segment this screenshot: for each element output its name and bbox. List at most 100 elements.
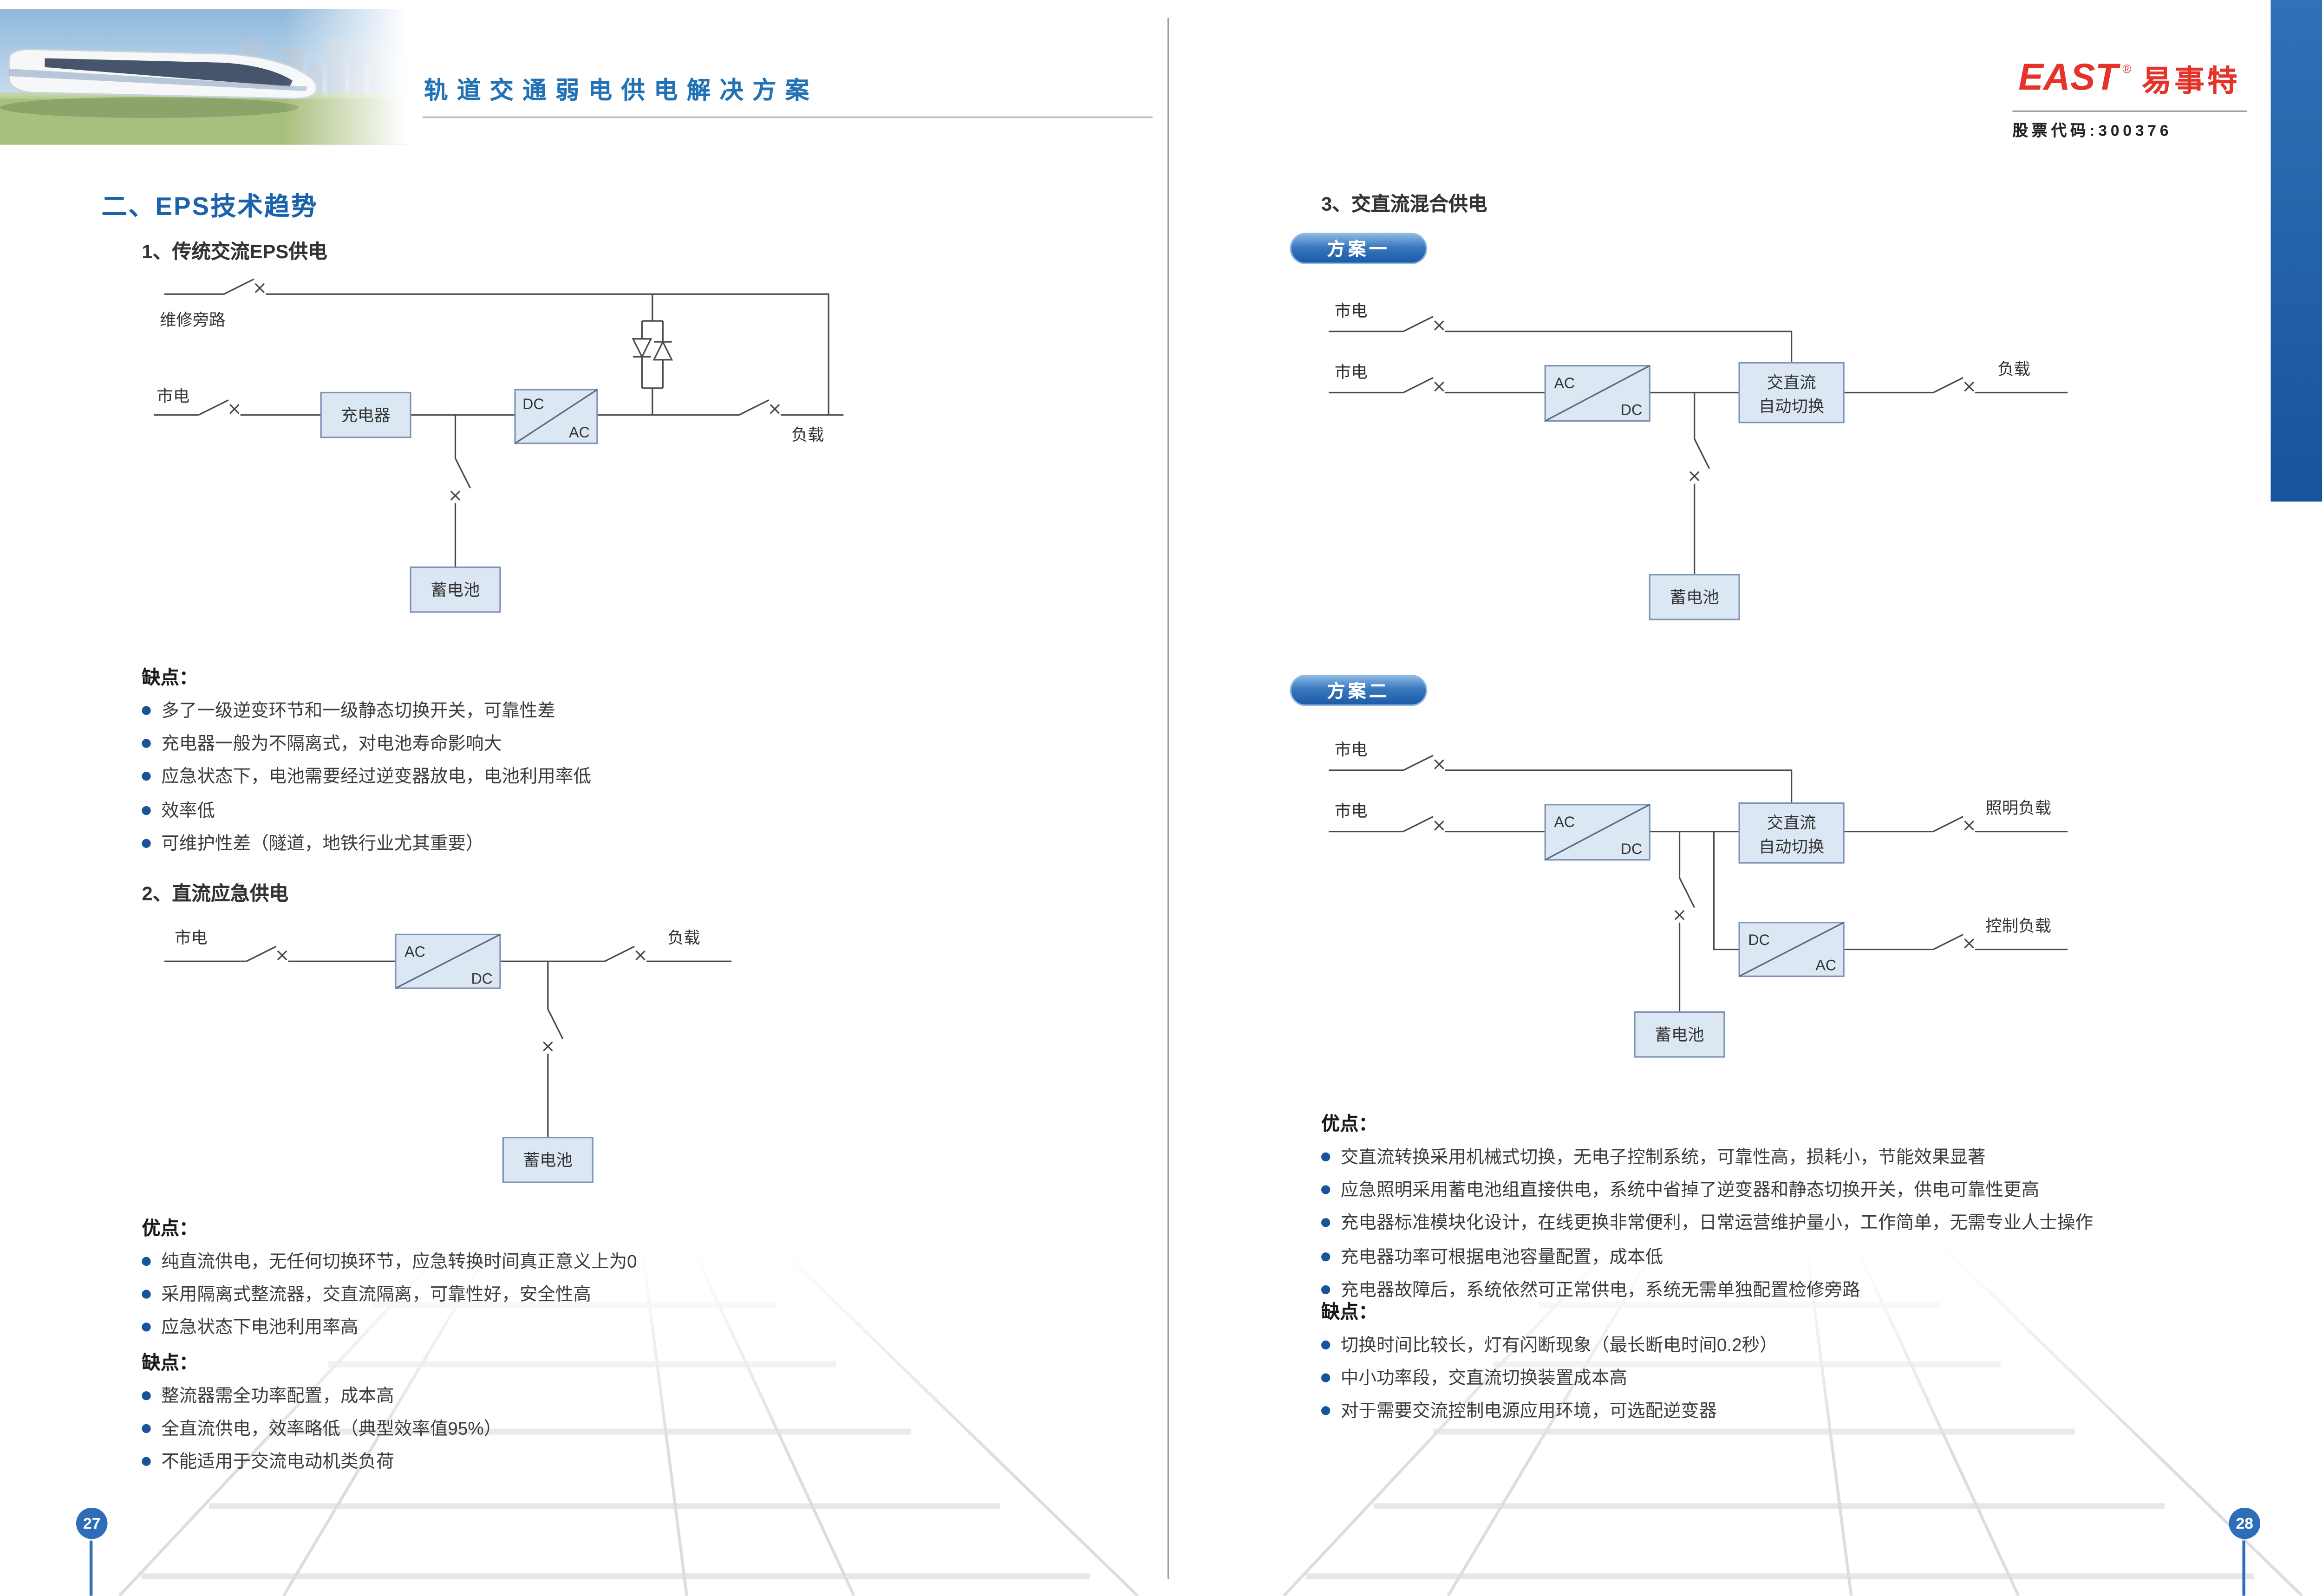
inverter-in-label: DC bbox=[522, 396, 544, 412]
train-shape bbox=[0, 48, 318, 118]
sub1-title: 1、传统交流EPS供电 bbox=[142, 240, 327, 263]
cons-block-dc: 缺点： 整流器需全功率配置，成本高 全直流供电，效率略低（典型效率值95%） 不… bbox=[142, 1347, 502, 1473]
list-item: 采用隔离式整流器，交直流隔离，可靠性好，安全性高 bbox=[142, 1284, 637, 1305]
cons-label: 缺点： bbox=[142, 667, 198, 688]
list-item: 交直流转换采用机械式切换，无电子控制系统，可靠性高，损耗小，节能效果显著 bbox=[1321, 1147, 2093, 1167]
battery-label: 蓄电池 bbox=[523, 1152, 573, 1170]
switch-icons bbox=[1402, 755, 1975, 951]
center-divider bbox=[1167, 18, 1169, 1580]
pros-block-dc: 优点： 纯直流供电，无任何切换环节，应急转换时间真正意义上为0 采用隔离式整流器… bbox=[142, 1212, 637, 1338]
bullet-icon bbox=[1321, 1374, 1331, 1383]
battery-label: 蓄电池 bbox=[1655, 1026, 1704, 1044]
document-title: 轨道交通弱电供电解决方案 bbox=[424, 79, 818, 105]
rectifier-out-label: DC bbox=[1621, 402, 1642, 418]
list-item: 应急状态下，电池需要经过逆变器放电，电池利用率低 bbox=[142, 767, 591, 788]
load-label: 负载 bbox=[791, 426, 824, 444]
transfer-switch-label-2: 自动切换 bbox=[1759, 397, 1824, 416]
battery-box bbox=[1634, 1011, 1725, 1058]
load-label: 负载 bbox=[667, 929, 700, 947]
list-item: 应急照明采用蓄电池组直接供电，系统中省掉了逆变器和静态切换开关，供电可靠性更高 bbox=[1321, 1180, 2093, 1200]
bullet-icon bbox=[142, 1457, 151, 1467]
transfer-switch-label-1: 交直流 bbox=[1767, 374, 1816, 392]
page-number-left: 27 bbox=[76, 1507, 108, 1539]
bullet-icon bbox=[1321, 1186, 1331, 1195]
page-number-rule-right bbox=[2242, 1540, 2245, 1596]
cons-block-traditional: 缺点： 多了一级逆变环节和一级静态切换开关，可靠性差 充电器一般为不隔离式，对电… bbox=[142, 661, 591, 853]
charger-box bbox=[320, 391, 411, 438]
stock-code: 股票代码:300376 bbox=[2012, 122, 2172, 141]
cons-list: 整流器需全功率配置，成本高 全直流供电，效率略低（典型效率值95%） 不能适用于… bbox=[142, 1386, 502, 1472]
list-item: 可维护性差（隧道，地铁行业尤其重要） bbox=[142, 833, 591, 853]
lighting-load-label: 照明负载 bbox=[1986, 799, 2051, 817]
rectifier-in-label: AC bbox=[1554, 814, 1575, 830]
mains1-label: 市电 bbox=[1335, 741, 1368, 759]
list-item: 纯直流供电，无任何切换环节，应急转换时间真正意义上为0 bbox=[142, 1251, 637, 1272]
list-item: 不能适用于交流电动机类负荷 bbox=[142, 1452, 502, 1472]
inverter-out-label: AC bbox=[1815, 957, 1836, 974]
battery-box bbox=[410, 566, 501, 613]
bullet-icon bbox=[142, 772, 151, 782]
bullet-icon bbox=[142, 1323, 151, 1332]
rectifier-box bbox=[1544, 365, 1650, 422]
battery-label: 蓄电池 bbox=[1670, 589, 1719, 607]
cons-label: 缺点： bbox=[1321, 1302, 1377, 1323]
bullet-icon bbox=[142, 838, 151, 848]
pros-label: 优点： bbox=[142, 1218, 198, 1239]
cons-label: 缺点： bbox=[142, 1352, 198, 1374]
cons-list: 多了一级逆变环节和一级静态切换开关，可靠性差 充电器一般为不隔离式，对电池寿命影… bbox=[142, 701, 591, 854]
mains2-label: 市电 bbox=[1335, 363, 1368, 381]
rectifier-out-label: DC bbox=[471, 970, 492, 987]
brand-logo-east: EAST bbox=[2018, 57, 2118, 99]
list-item: 效率低 bbox=[142, 800, 591, 821]
inverter-box bbox=[514, 389, 598, 444]
scheme2-badge: 方案二 bbox=[1290, 675, 1428, 706]
rectifier-out-label: DC bbox=[1621, 840, 1642, 857]
pros-label: 优点： bbox=[1321, 1114, 1377, 1135]
header-rule bbox=[422, 116, 1153, 118]
inverter-in-label: DC bbox=[1748, 932, 1769, 948]
control-load-label: 控制负载 bbox=[1986, 917, 2051, 935]
switch-icons bbox=[197, 278, 780, 501]
rectifier-box bbox=[395, 933, 501, 989]
bullet-icon bbox=[1321, 1218, 1331, 1228]
static-switch-icon bbox=[632, 338, 673, 361]
list-item: 充电器功率可根据电池容量配置，成本低 bbox=[1321, 1246, 2093, 1267]
diagram-scheme1: 市电 市电 AC DC 交直流 自动切换 负载 蓄电池 bbox=[1329, 302, 2068, 620]
load-label: 负载 bbox=[1997, 360, 2030, 378]
rectifier-box bbox=[1544, 804, 1650, 861]
wires bbox=[1329, 769, 2068, 1012]
bullet-icon bbox=[142, 1257, 151, 1266]
list-item: 切换时间比较长，灯有闪断现象（最长断电时间0.2秒） bbox=[1321, 1335, 1778, 1355]
list-item: 中小功率段，交直流切换装置成本高 bbox=[1321, 1368, 1778, 1388]
inverter-out-label: AC bbox=[569, 424, 590, 441]
bullet-icon bbox=[1321, 1251, 1331, 1261]
list-item: 整流器需全功率配置，成本高 bbox=[142, 1386, 502, 1406]
battery-box bbox=[1649, 574, 1740, 620]
bullet-icon bbox=[1321, 1152, 1331, 1162]
diagram-traditional-eps: 维修旁路 市电 充电器 DC AC 负载 蓄电池 bbox=[154, 278, 844, 613]
battery-box bbox=[502, 1136, 594, 1183]
left-section-title: 二、EPS技术趋势 bbox=[101, 192, 318, 221]
list-item: 充电器故障后，系统依然可正常供电，系统无需单独配置检修旁路 bbox=[1321, 1279, 2093, 1300]
brand-logo-cn: 易事特 bbox=[2141, 65, 2240, 99]
bullet-icon bbox=[142, 1290, 151, 1299]
mains1-label: 市电 bbox=[1335, 302, 1368, 320]
sub2-title: 2、直流应急供电 bbox=[142, 882, 289, 905]
mains2-label: 市电 bbox=[1335, 802, 1368, 820]
railway-tracks-image bbox=[0, 1245, 2322, 1596]
mains-label: 市电 bbox=[157, 387, 190, 405]
rectifier-in-label: AC bbox=[1554, 375, 1575, 391]
pros-block-hybrid: 优点： 交直流转换采用机械式切换，无电子控制系统，可靠性高，损耗小，节能效果显著… bbox=[1321, 1107, 2093, 1300]
page-number-right: 28 bbox=[2229, 1507, 2261, 1539]
registered-mark-icon: ® bbox=[2122, 63, 2132, 76]
bullet-icon bbox=[142, 739, 151, 749]
transfer-switch-box bbox=[1738, 802, 1845, 864]
transfer-switch-label-2: 自动切换 bbox=[1759, 838, 1824, 856]
list-item: 充电器标准模块化设计，在线更换非常便利，日常运营维护量小，工作简单，无需专业人士… bbox=[1321, 1213, 2093, 1234]
bullet-icon bbox=[142, 706, 151, 715]
list-item: 对于需要交流控制电源应用环境，可选配逆变器 bbox=[1321, 1401, 1778, 1422]
switch-icons bbox=[1402, 315, 1975, 482]
rectifier-in-label: AC bbox=[404, 944, 425, 960]
wires bbox=[164, 960, 732, 1138]
